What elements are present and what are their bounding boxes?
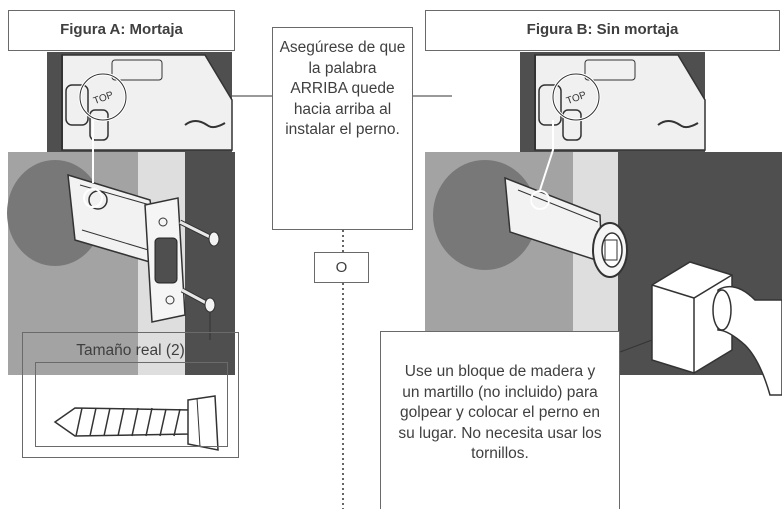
screw-callout: Tamaño real (2): [22, 332, 239, 458]
figure-b-title: Figura B: Sin mortaja: [425, 10, 780, 51]
figure-a-illustration: TOP: [7, 52, 235, 375]
block-leader-line: [619, 339, 653, 353]
screw-callout-label: Tamaño real (2): [76, 342, 185, 359]
hammer: [712, 285, 782, 396]
screw-callout-frame: [35, 362, 228, 447]
wood-block: [651, 261, 733, 374]
or-separator: O: [314, 252, 369, 283]
orientation-note: Asegúrese de que la palabra ARRIBA quede…: [272, 27, 413, 230]
figure-a-title: Figura A: Mortaja: [8, 10, 235, 51]
screw-actual-size: [53, 395, 219, 451]
screw-top-a: [178, 219, 220, 247]
screw-bottom-a: [180, 287, 216, 313]
wood-block-note: Use un bloque de madera y un martillo (n…: [380, 331, 620, 509]
